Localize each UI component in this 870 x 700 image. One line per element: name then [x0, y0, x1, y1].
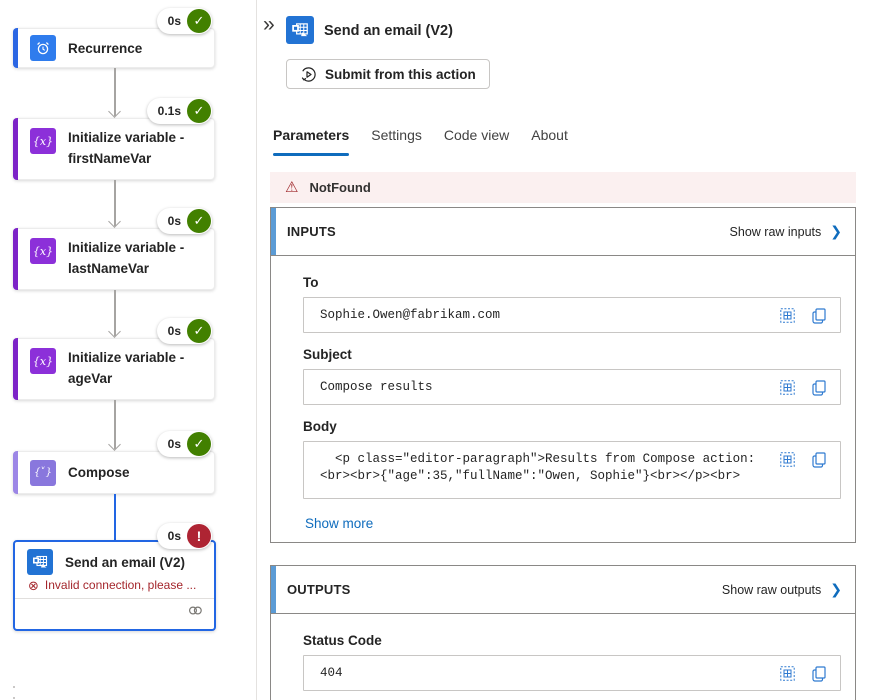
outlook-icon: [286, 16, 314, 44]
copy-icon[interactable]: [812, 452, 826, 473]
subject-value: Compose results: [320, 380, 433, 394]
tab-settings[interactable]: Settings: [371, 127, 422, 143]
chevron-right-icon: ❯: [830, 581, 842, 597]
field-label-subject: Subject: [303, 347, 352, 362]
status-code-value: 404: [320, 666, 343, 680]
to-value: Sophie.Owen@fabrikam.com: [320, 308, 501, 322]
node-error-message: ⊗ Invalid connection, please ...: [28, 577, 197, 593]
show-more-link[interactable]: Show more: [305, 516, 374, 531]
node-title: Initialize variable - ageVar: [68, 350, 185, 386]
error-banner-text: NotFound: [309, 180, 371, 195]
variable-icon: {x}: [30, 348, 56, 374]
outputs-section-title: OUTPUTS: [287, 582, 351, 597]
show-in-table-icon[interactable]: [780, 308, 795, 329]
node-title: Send an email (V2): [65, 554, 186, 570]
canvas-grid-dot: [13, 697, 15, 699]
connector-line-selected: [113, 494, 116, 540]
node-accent-bar: [13, 338, 18, 400]
section-accent-bar: [271, 566, 276, 613]
connector-line: [114, 400, 116, 449]
node-send-email[interactable]: Send an email (V2) ⊗ Invalid connection,…: [13, 540, 216, 631]
submit-from-action-button[interactable]: Submit from this action: [286, 59, 490, 89]
tab-code-view[interactable]: Code view: [443, 127, 510, 143]
show-raw-inputs-link[interactable]: Show raw inputs ❯: [729, 223, 842, 239]
node-status-badge: 0s !: [156, 523, 212, 549]
duration-label: 0s: [167, 324, 181, 338]
copy-icon[interactable]: [812, 380, 826, 401]
field-label-to: To: [303, 275, 319, 290]
show-in-table-icon[interactable]: [780, 380, 795, 401]
error-exclaim-icon: !: [187, 524, 211, 548]
inputs-section-title: INPUTS: [287, 224, 336, 239]
section-accent-bar: [271, 208, 276, 255]
success-check-icon: ✓: [187, 432, 211, 456]
node-accent-bar: [13, 28, 18, 68]
to-field[interactable]: Sophie.Owen@fabrikam.com: [303, 297, 841, 333]
tab-parameters[interactable]: Parameters: [273, 127, 350, 156]
error-circle-x-icon: ⊗: [28, 577, 39, 593]
variable-icon: {x}: [30, 128, 56, 154]
show-in-table-icon[interactable]: [780, 452, 795, 473]
connector-line: [114, 180, 116, 226]
duration-label: 0.1s: [157, 104, 181, 118]
variable-icon: {x}: [30, 238, 56, 264]
show-in-table-icon[interactable]: [780, 666, 795, 687]
node-initialize-lastnamevar[interactable]: {x} Initialize variable - lastNameVar: [13, 228, 215, 290]
duration-label: 0s: [167, 437, 181, 451]
copy-icon[interactable]: [812, 666, 826, 687]
node-title: Initialize variable - firstNameVar: [68, 130, 185, 166]
connector-line: [114, 68, 116, 116]
collapse-panel-icon[interactable]: »: [263, 13, 275, 36]
warning-triangle-icon: ⚠: [285, 179, 299, 196]
recurrence-clock-icon: [30, 35, 56, 61]
success-check-icon: ✓: [187, 209, 211, 233]
chevron-right-icon: ❯: [830, 223, 842, 239]
tab-bar: Parameters Settings Code view About: [273, 127, 568, 156]
panel-title: Send an email (V2): [324, 23, 453, 39]
duration-label: 0s: [167, 14, 181, 28]
success-check-icon: ✓: [187, 9, 211, 33]
field-label-body: Body: [303, 419, 337, 434]
success-check-icon: ✓: [187, 99, 211, 123]
node-status-badge: 0.1s ✓: [146, 98, 212, 124]
node-initialize-agevar[interactable]: {x} Initialize variable - ageVar: [13, 338, 215, 400]
outputs-section: OUTPUTS Show raw outputs ❯ Status Code 4…: [270, 565, 856, 700]
node-accent-bar: [13, 118, 18, 180]
node-status-badge: 0s ✓: [156, 431, 212, 457]
connector-line: [114, 290, 116, 336]
workflow-canvas[interactable]: 0s ✓ Recurrence 0.1s ✓ {x} Initialize va…: [0, 0, 256, 700]
subject-field[interactable]: Compose results: [303, 369, 841, 405]
node-title: Compose: [68, 465, 130, 480]
compose-icon: {˅}: [30, 459, 56, 486]
show-raw-outputs-link[interactable]: Show raw outputs ❯: [721, 581, 842, 597]
success-check-icon: ✓: [187, 319, 211, 343]
node-status-badge: 0s ✓: [156, 318, 212, 344]
node-title: Recurrence: [68, 40, 143, 56]
body-field[interactable]: <p class="editor-paragraph">Results from…: [303, 441, 841, 499]
duration-label: 0s: [167, 214, 181, 228]
node-status-badge: 0s ✓: [156, 8, 212, 34]
body-value: <p class="editor-paragraph">Results from…: [320, 452, 756, 483]
node-compose[interactable]: {˅} Compose: [13, 451, 215, 494]
node-title: Initialize variable - lastNameVar: [68, 240, 185, 276]
tab-about[interactable]: About: [531, 127, 568, 143]
status-code-field[interactable]: 404: [303, 655, 841, 691]
inputs-section: INPUTS Show raw inputs ❯ To Sophie.Owen@…: [270, 207, 856, 543]
duration-label: 0s: [167, 529, 181, 543]
canvas-grid-dot: [13, 686, 15, 688]
resubmit-icon: [300, 66, 317, 83]
connection-icon[interactable]: [188, 603, 203, 621]
node-status-badge: 0s ✓: [156, 208, 212, 234]
error-banner: ⚠ NotFound: [270, 172, 856, 203]
node-initialize-firstnamevar[interactable]: {x} Initialize variable - firstNameVar: [13, 118, 215, 180]
node-accent-bar: [13, 228, 18, 290]
field-label-status-code: Status Code: [303, 633, 382, 648]
action-details-panel: » Send an email (V2) Submit from this ac…: [258, 0, 870, 700]
outlook-icon: [27, 549, 53, 575]
node-accent-bar: [13, 451, 18, 494]
panel-divider: [256, 0, 257, 700]
node-recurrence[interactable]: Recurrence: [13, 28, 215, 68]
copy-icon[interactable]: [812, 308, 826, 329]
